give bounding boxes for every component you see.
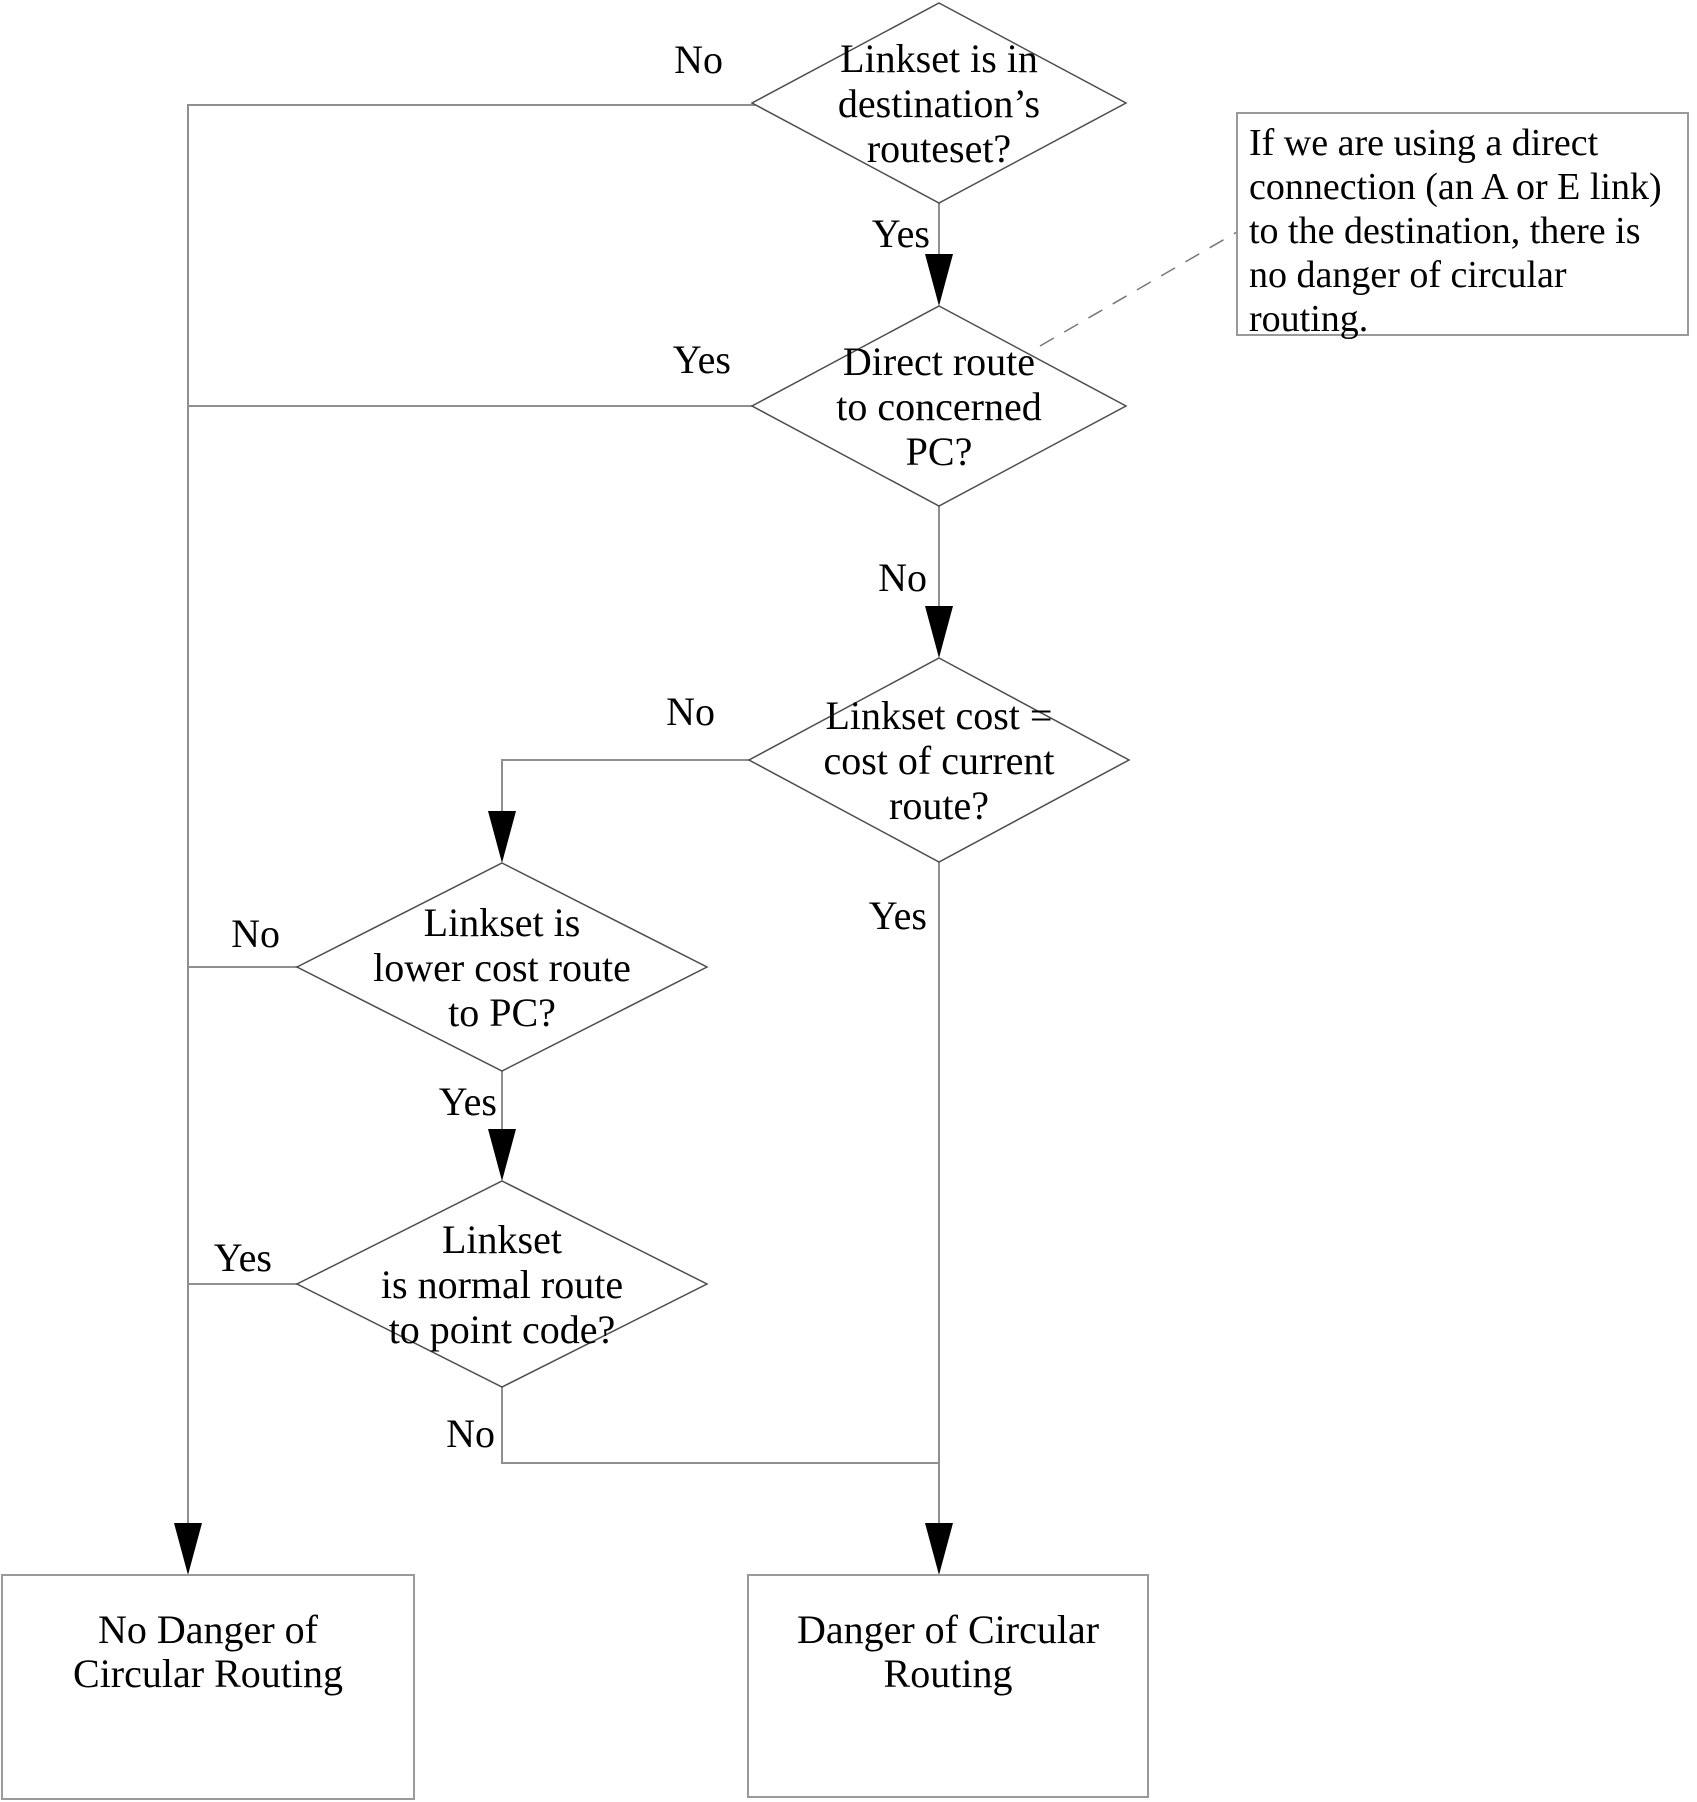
edge-label-d5-no: No [446, 1411, 495, 1456]
edge-label-d1-yes: Yes [871, 211, 930, 256]
edge-label-d2-yes: Yes [672, 337, 731, 382]
arrowhead-into-danger [925, 1523, 953, 1575]
arrowhead-into-d3 [925, 606, 953, 658]
edge-label-d3-no: No [666, 689, 715, 734]
terminal-label-no-danger: No Danger of Circular Routing [73, 1607, 343, 1696]
edge-label-d4-yes: Yes [438, 1079, 497, 1124]
decision-label-direct-route: Direct route to concerned PC? [836, 339, 1042, 474]
edge-label-d2-no: No [878, 555, 927, 600]
note-text: If we are using a direct connection (an … [1249, 122, 1662, 340]
decision-diamond-linkset-lower-cost [295, 862, 709, 1072]
edge-label-d1-no: No [674, 37, 723, 82]
decision-label-linkset-normal-route: Linkset is normal route to point code? [380, 1217, 624, 1352]
connector-d3-no-elbow [501, 759, 758, 818]
note-leader-dashed-line [1039, 231, 1238, 347]
decision-label-linkset-in-routeset: Linkset is in destination’s routeset? [837, 36, 1041, 171]
note-box [1236, 112, 1689, 336]
arrowhead-into-no-danger [174, 1523, 202, 1575]
terminal-box-no-danger [1, 1574, 415, 1800]
edge-label-d3-yes: Yes [868, 893, 927, 938]
arrowhead-into-d4 [488, 811, 516, 863]
decision-diamond-linkset-normal-route [295, 1180, 709, 1388]
decision-diamond-linkset-cost-equal [747, 657, 1131, 863]
decision-diamond-direct-route [750, 305, 1128, 507]
arrowhead-into-d2 [925, 254, 953, 306]
edge-label-d5-yes: Yes [213, 1235, 272, 1280]
terminal-box-danger [747, 1574, 1149, 1798]
arrowhead-into-d5 [488, 1129, 516, 1181]
terminal-label-danger: Danger of Circular Routing [796, 1607, 1100, 1696]
decision-label-linkset-cost-equal: Linkset cost = cost of current route? [823, 693, 1055, 828]
connector-d5-no-elbow [501, 1385, 939, 1464]
decision-label-linkset-lower-cost: Linkset is lower cost route to PC? [373, 900, 631, 1035]
edge-label-d4-no: No [231, 911, 280, 956]
decision-diamond-linkset-in-routeset [750, 2, 1128, 204]
